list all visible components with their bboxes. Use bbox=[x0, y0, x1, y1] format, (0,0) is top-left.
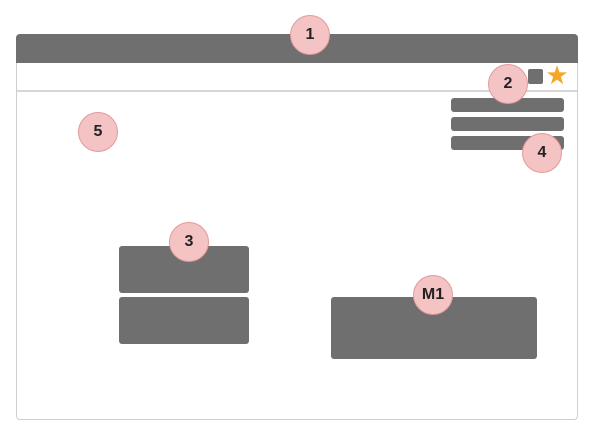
star-glyph: ★ bbox=[545, 60, 569, 90]
left-block-bottom[interactable] bbox=[119, 297, 249, 344]
badge-3: 3 bbox=[169, 222, 209, 262]
toolbar-divider bbox=[17, 90, 577, 92]
badge-2: 2 bbox=[488, 64, 528, 104]
badge-5: 5 bbox=[78, 112, 118, 152]
star-icon[interactable]: ★ bbox=[543, 61, 571, 89]
badge-4: 4 bbox=[522, 133, 562, 173]
menu-bar-1[interactable] bbox=[451, 98, 564, 112]
badge-1: 1 bbox=[290, 15, 330, 55]
badge-m1: M1 bbox=[413, 275, 453, 315]
toolbar-square-button[interactable] bbox=[528, 69, 543, 84]
menu-bar-2[interactable] bbox=[451, 117, 564, 131]
